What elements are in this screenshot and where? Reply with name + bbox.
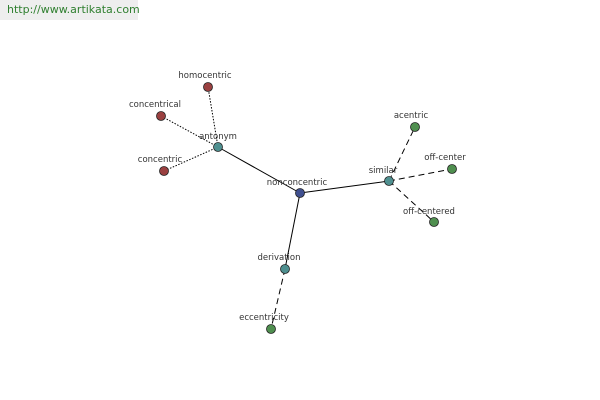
edge-similar-off-center <box>388 168 453 182</box>
node-label-antonym: antonym <box>199 132 237 142</box>
node-label-off-centered: off-centered <box>403 207 455 217</box>
node-label-derivation: derivation <box>257 253 300 263</box>
graph-edges <box>160 86 453 330</box>
node-homocentric[interactable] <box>203 82 213 92</box>
node-label-nonconcentric: nonconcentric <box>267 178 328 188</box>
node-concentric[interactable] <box>159 166 169 176</box>
edge-similar-off-centered <box>388 180 435 223</box>
graph-labels: nonconcentric antonym similar derivation hom… <box>129 71 466 323</box>
edge-nonconcentric-derivation <box>284 192 301 270</box>
edge-antonym-concentrical <box>160 115 219 148</box>
node-label-off-center: off-center <box>424 153 466 163</box>
node-eccentricity[interactable] <box>266 324 276 334</box>
node-off-centered[interactable] <box>429 217 439 227</box>
node-derivation[interactable] <box>280 264 290 274</box>
node-concentrical[interactable] <box>156 111 166 121</box>
node-nonconcentric[interactable] <box>295 188 305 198</box>
node-off-center[interactable] <box>447 164 457 174</box>
site-url-banner: http://www.artikata.com <box>0 0 140 20</box>
node-acentric[interactable] <box>410 122 420 132</box>
node-similar[interactable] <box>384 176 394 186</box>
edge-antonym-homocentric <box>207 86 219 148</box>
node-label-homocentric: homocentric <box>178 71 232 81</box>
edge-nonconcentric-antonym <box>217 146 301 194</box>
site-url-link[interactable]: http://www.artikata.com <box>7 3 140 16</box>
node-label-eccentricity: eccentricity <box>239 313 289 323</box>
edge-nonconcentric-similar <box>299 180 390 194</box>
graph-nodes <box>156 82 457 334</box>
edge-derivation-eccentricity <box>270 268 286 330</box>
node-label-acentric: acentric <box>394 111 429 121</box>
node-label-similar: similar <box>369 166 398 176</box>
node-label-concentrical: concentrical <box>129 100 181 110</box>
edge-antonym-concentric <box>163 146 219 172</box>
node-label-concentric: concentric <box>138 155 183 165</box>
node-antonym[interactable] <box>213 142 223 152</box>
